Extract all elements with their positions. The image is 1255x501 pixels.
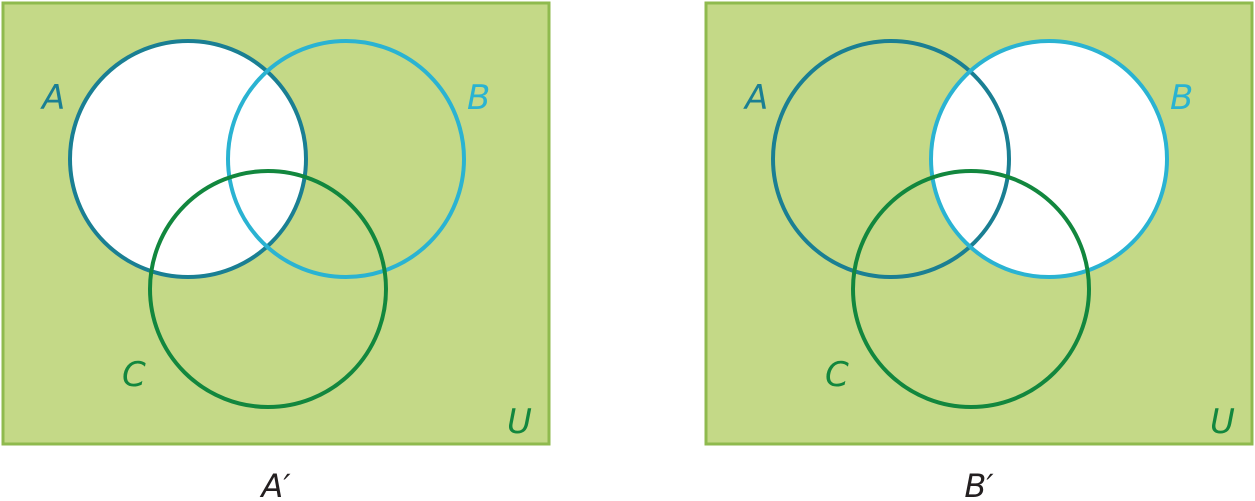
set-b-region-unshaded (931, 41, 1167, 277)
set-c-label: C (122, 355, 146, 395)
set-a-region-unshaded (70, 41, 306, 277)
set-c-circle (851, 169, 1091, 409)
universe-label: U (1210, 402, 1235, 442)
set-b-circle (929, 39, 1169, 279)
universe-label: U (507, 402, 532, 442)
set-b-label: B (1170, 78, 1193, 118)
diagram-caption: B′ (964, 467, 994, 501)
set-c-label: C (825, 355, 849, 395)
venn-diagram-a-complement: A B C U A′ (1, 1, 551, 501)
set-b-label: B (467, 78, 490, 118)
venn-diagram-b-complement: A B C U B′ (704, 1, 1254, 501)
set-b-circle (226, 39, 466, 279)
set-a-label: A (743, 78, 768, 118)
set-a-circle (771, 39, 1011, 279)
set-c-circle (148, 169, 388, 409)
set-a-label: A (40, 78, 65, 118)
diagram-caption: A′ (259, 467, 291, 501)
set-a-circle (68, 39, 308, 279)
